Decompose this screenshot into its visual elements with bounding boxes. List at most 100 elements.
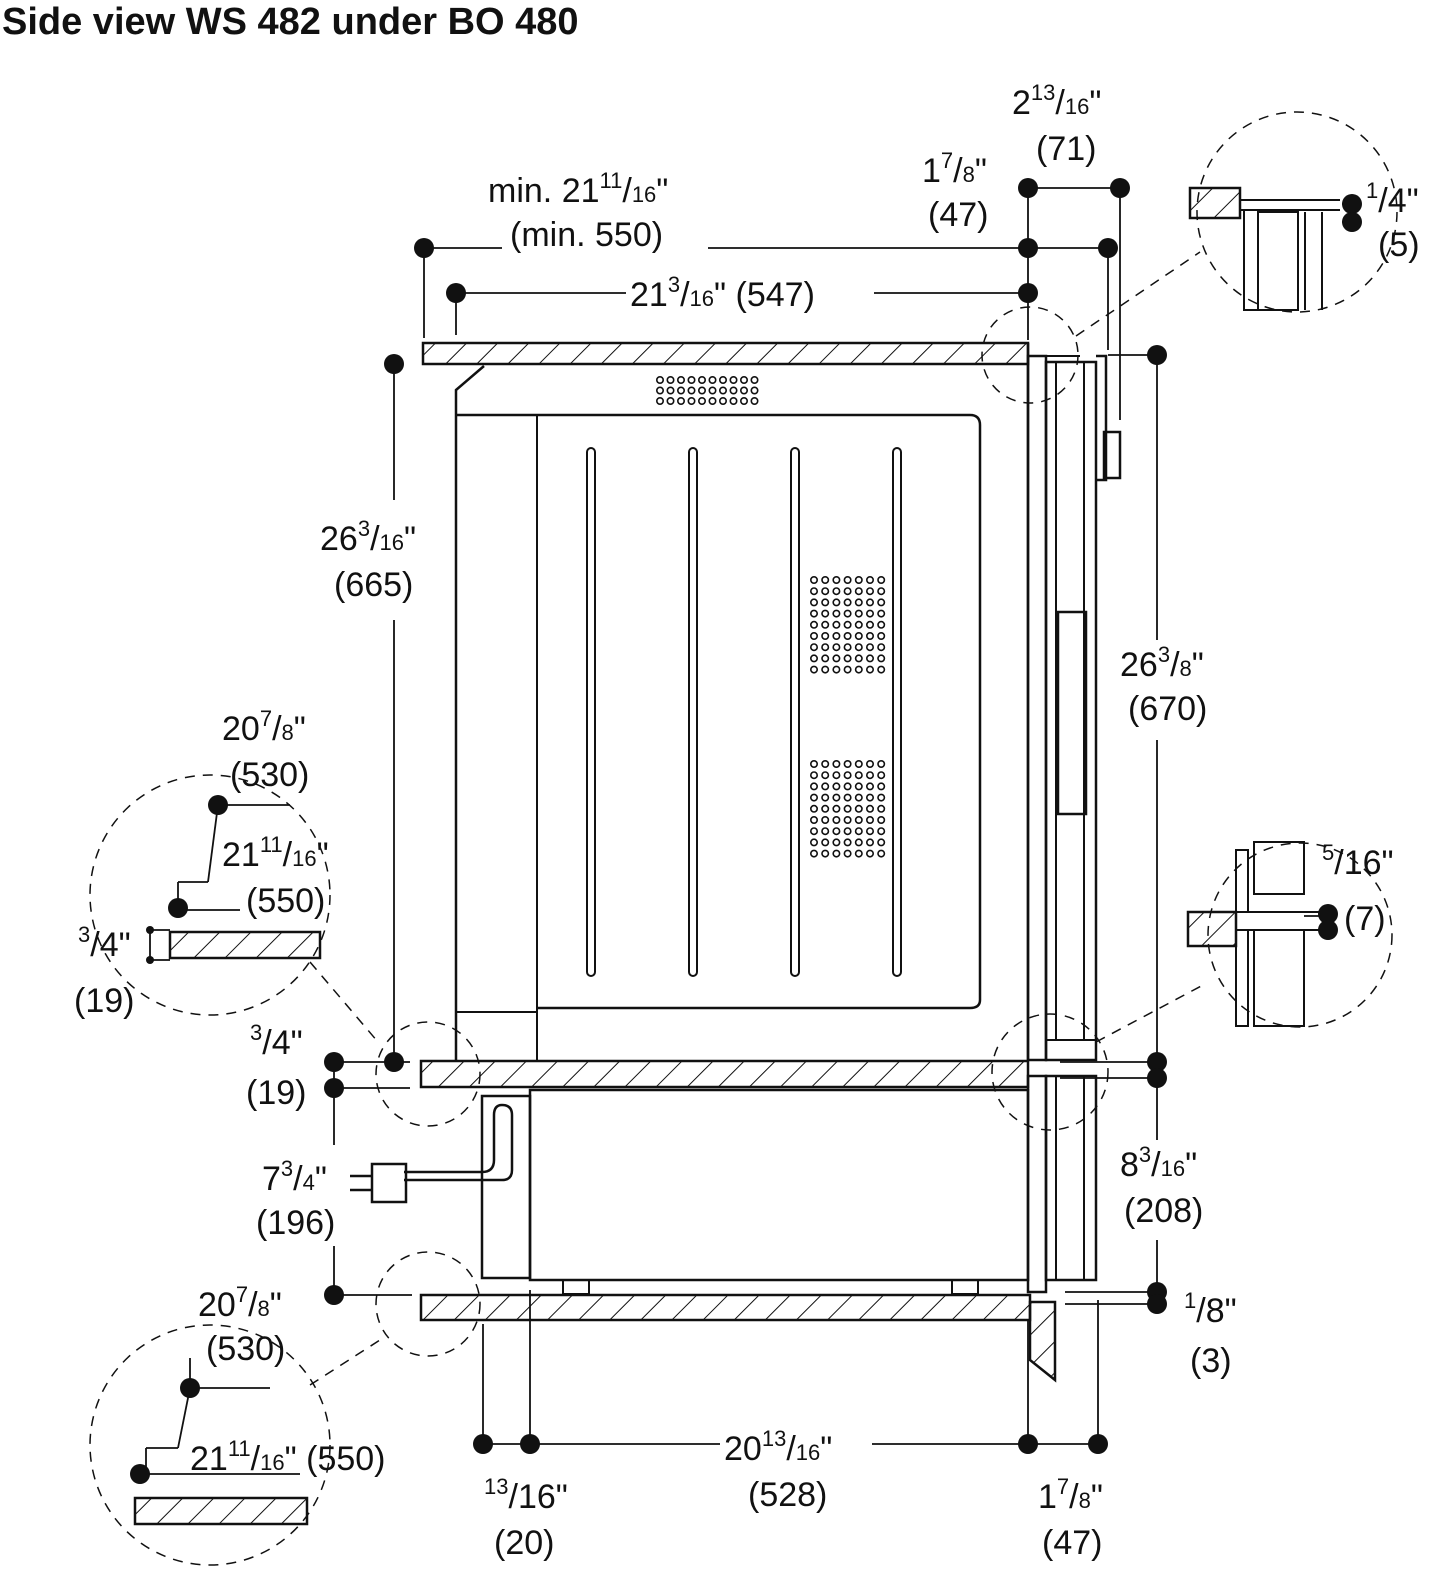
dimension-dot — [1147, 1068, 1167, 1088]
vent-hole — [666, 396, 675, 405]
vent-hole — [729, 396, 738, 405]
vent-hole — [821, 609, 830, 618]
vent-hole — [832, 631, 841, 640]
vent-hole — [809, 665, 818, 674]
vent-hole — [821, 575, 830, 584]
dim-detail1-depth-b: 2111/16" — [222, 832, 329, 874]
vent-hole — [809, 782, 818, 791]
vent-hole — [877, 587, 886, 596]
dim-detail2-depth-a-mm: (530) — [206, 1330, 285, 1368]
detail-circle — [89, 774, 331, 1016]
vent-hole — [666, 386, 675, 395]
vent-hole — [729, 386, 738, 395]
vent-hole — [854, 827, 863, 836]
vent-hole — [832, 782, 841, 791]
vent-hole — [865, 759, 874, 768]
vent-hole — [832, 609, 841, 618]
vent-hole — [854, 620, 863, 629]
vent-hole — [821, 849, 830, 858]
floor-section — [1028, 1300, 1057, 1383]
vent-hole — [821, 782, 830, 791]
vent-hole — [832, 598, 841, 607]
vent-hole — [877, 609, 886, 618]
oven-rack — [790, 447, 800, 977]
vent-hole — [877, 654, 886, 663]
dimension-dot — [446, 283, 466, 303]
dimension-labels: min. 2111/16" (min. 550) 213/16" (547) 1… — [74, 80, 1420, 1562]
vent-hole — [821, 771, 830, 780]
vent-hole — [832, 665, 841, 674]
dim-detail1-depth-b-mm: (550) — [246, 882, 325, 920]
vent-hole — [865, 620, 874, 629]
vent-hole — [854, 804, 863, 813]
dimension-dot — [180, 1378, 200, 1398]
vent-hole — [843, 609, 852, 618]
dimension-dot — [1018, 283, 1038, 303]
vent-hole — [865, 838, 874, 847]
dim-detail1-depth-a: 207/8" — [222, 706, 306, 748]
vent-hole — [821, 643, 830, 652]
vent-hole — [750, 375, 759, 384]
dimension-dot — [520, 1434, 540, 1454]
vent-hole — [676, 396, 685, 405]
dimension-dot — [1342, 212, 1362, 232]
dim-middle-gap: 5/16" — [1322, 840, 1394, 882]
vent-hole — [854, 643, 863, 652]
vent-hole — [655, 386, 664, 395]
vent-hole — [843, 849, 852, 858]
vent-hole — [843, 838, 852, 847]
vent-hole — [832, 643, 841, 652]
vent-hole — [877, 598, 886, 607]
vent-hole — [655, 375, 664, 384]
door-control-knob — [1102, 430, 1122, 480]
dim-shelf-thick: 3/4" — [250, 1020, 303, 1062]
vent-hole — [821, 759, 830, 768]
vent-hole — [832, 759, 841, 768]
vent-hole — [832, 815, 841, 824]
dimension-dot — [1018, 178, 1038, 198]
dimension-dot — [168, 898, 188, 918]
dim-front-height-mm: (670) — [1128, 690, 1207, 728]
vent-hole — [718, 386, 727, 395]
dim-top-min-depth: min. 2111/16" — [488, 168, 668, 210]
vent-hole — [865, 804, 874, 813]
vent-hole — [854, 598, 863, 607]
vent-hole — [877, 849, 886, 858]
dimension-dot — [130, 1464, 150, 1484]
vent-hole — [865, 665, 874, 674]
dimension-dot — [384, 354, 404, 374]
vent-hole — [821, 838, 830, 847]
vent-hole — [832, 827, 841, 836]
vent-hole — [655, 396, 664, 405]
detail-middle-right — [1186, 841, 1320, 1027]
vent-hole — [666, 375, 675, 384]
vent-hole — [877, 804, 886, 813]
dim-drawer-depth-mm: (528) — [748, 1476, 827, 1514]
vent-hole — [809, 849, 818, 858]
dimension-dot — [1110, 178, 1130, 198]
vent-hole — [687, 386, 696, 395]
vent-hole — [843, 759, 852, 768]
dimension-dot — [324, 1078, 344, 1098]
dimension-dot — [146, 956, 154, 964]
door-handle — [1056, 610, 1088, 816]
vent-hole — [821, 827, 830, 836]
dimension-dots — [130, 178, 1362, 1484]
vent-hole — [708, 396, 717, 405]
oven-door — [1026, 354, 1122, 1062]
vent-hole — [877, 793, 886, 802]
vent-hole — [854, 575, 863, 584]
vent-hole — [877, 838, 886, 847]
dim-shelf-thick-mm: (19) — [246, 1074, 306, 1112]
vent-hole — [865, 654, 874, 663]
vent-hole — [809, 598, 818, 607]
vent-hole — [739, 396, 748, 405]
vent-hole — [697, 375, 706, 384]
vent-hole — [877, 631, 886, 640]
vent-hole — [676, 375, 685, 384]
dimension-line — [177, 1387, 191, 1449]
vent-hole — [865, 827, 874, 836]
dim-top-depth: 213/16" (547) — [630, 272, 815, 314]
dimension-dot — [1318, 904, 1338, 924]
